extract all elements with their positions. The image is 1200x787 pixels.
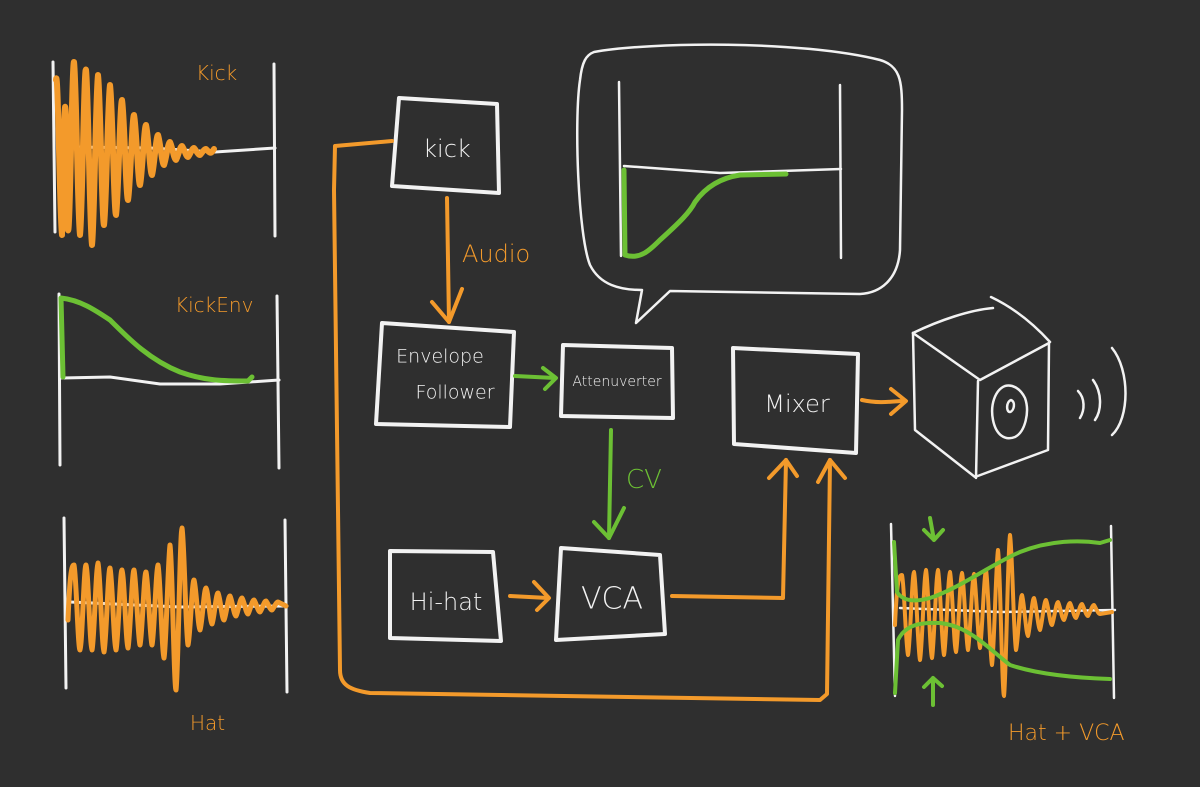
- mixer-label: Mixer: [764, 390, 830, 418]
- audio-wire: [445, 196, 451, 324]
- plot-right-axis: [272, 62, 277, 238]
- vca-block[interactable]: VCA: [554, 546, 667, 642]
- arrow-head-icon: [889, 387, 908, 416]
- envelope-follower-label-line2: Follower: [415, 382, 494, 404]
- envelope-follower-label-line1: Envelope: [396, 346, 484, 368]
- plot-zero-line: [622, 164, 843, 175]
- mixer-to-speaker-connection: [860, 387, 908, 416]
- arrow-head-icon: [816, 458, 847, 484]
- attenuverter-output-bubble: [576, 43, 904, 325]
- kick-envelope-curve: [58, 295, 255, 384]
- hihat-to-vca-connection: [508, 580, 551, 612]
- lower-vca-envelope: [893, 620, 1112, 695]
- plot-left-axis: [51, 60, 57, 234]
- mixer-block[interactable]: Mixer: [731, 346, 860, 455]
- audio-wire: [860, 398, 905, 405]
- hat-vca-plot: Hat + VCA: [889, 516, 1125, 746]
- kick-waveform-plot: Kick: [51, 58, 277, 248]
- audio-label: Audio: [462, 240, 530, 268]
- cv-label: CV: [626, 465, 662, 495]
- envelope-follower-block[interactable]: Envelope Follower: [374, 321, 516, 429]
- attenuverter-block[interactable]: Attenuverter: [559, 343, 675, 420]
- plot-left-axis: [889, 522, 897, 698]
- arrow-head-icon: [541, 366, 558, 391]
- kick-envelope-plot: KickEnv: [57, 292, 281, 470]
- arrow-head-icon: [592, 506, 626, 540]
- inverted-envelope-curve: [621, 167, 789, 259]
- kick-env-plot-label: KickEnv: [175, 293, 253, 317]
- vca-to-mixer-connection: [670, 458, 799, 600]
- kick-to-envelope-connection: Audio: [430, 196, 530, 324]
- hat-waveform: [65, 525, 289, 693]
- kick-block[interactable]: kick: [390, 96, 501, 195]
- plot-left-axis: [62, 516, 68, 690]
- speech-bubble-outline: [576, 43, 904, 325]
- kick-block-label: kick: [423, 135, 471, 163]
- down-arrow-icon: [922, 516, 945, 542]
- vca-label: VCA: [581, 582, 643, 617]
- hat-waveform-plot: Hat: [62, 516, 289, 735]
- audio-wire: [332, 139, 832, 702]
- envelope-to-attenuverter-connection: [513, 366, 558, 391]
- plot-right-axis: [275, 294, 281, 470]
- speaker-icon: [911, 295, 1052, 480]
- up-arrow-icon: [922, 676, 944, 707]
- arrow-head-icon: [532, 580, 551, 612]
- kick-plot-label: Kick: [196, 61, 237, 85]
- arrow-head-icon: [430, 287, 464, 324]
- cv-wire: [513, 374, 557, 380]
- sound-waves-icon: [1076, 346, 1127, 437]
- speaker-cone-icon: [990, 384, 1029, 440]
- hat-vca-plot-label: Hat + VCA: [1008, 721, 1125, 746]
- hihat-block[interactable]: Hi-hat: [388, 549, 503, 643]
- plot-right-axis: [838, 83, 843, 260]
- audio-wire: [670, 458, 788, 600]
- plot-left-axis: [617, 80, 623, 258]
- upper-vca-envelope: [892, 538, 1112, 603]
- hat-plot-label: Hat: [190, 711, 225, 735]
- hihat-label: Hi-hat: [410, 588, 483, 616]
- kick-to-mixer-connection: [332, 139, 847, 702]
- kick-waveform: [53, 58, 217, 248]
- arrow-head-icon: [767, 458, 799, 480]
- cv-wire: [607, 428, 613, 540]
- audio-wire: [508, 594, 550, 600]
- attenuverter-label: Attenuverter: [572, 374, 661, 390]
- attenuverter-to-vca-connection: CV: [592, 428, 662, 540]
